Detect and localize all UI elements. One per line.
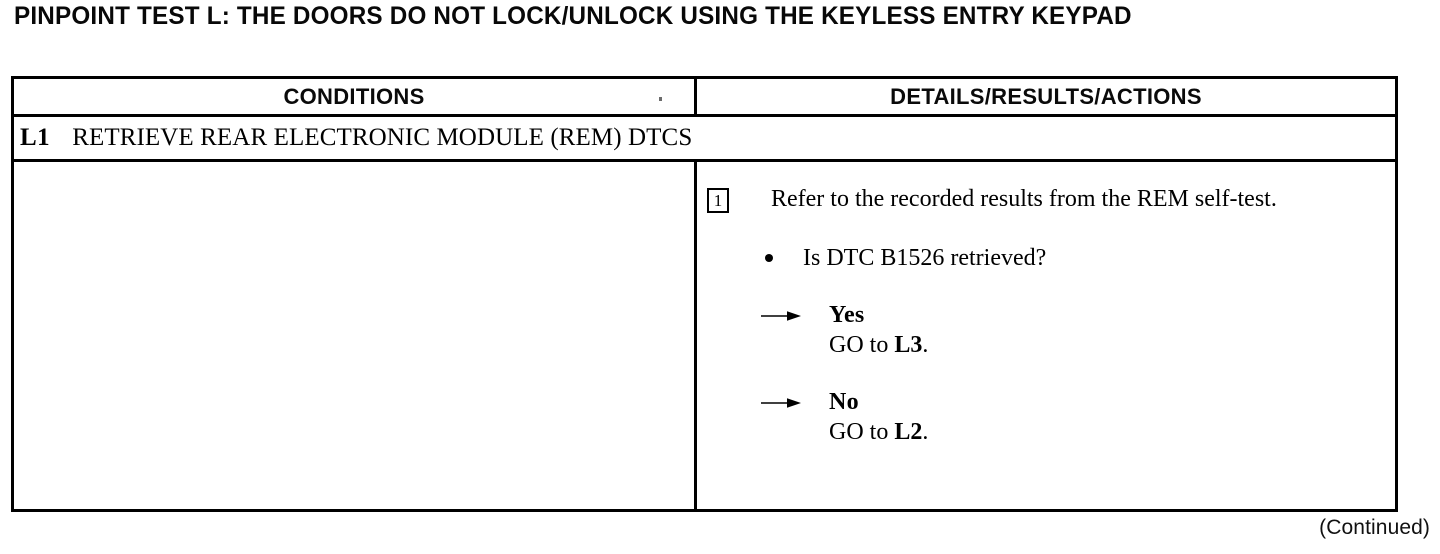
branch-yes-action-suffix: . — [922, 332, 929, 358]
pinpoint-test-table: CONDITIONS DETAILS/RESULTS/ACTIONS L1 RE… — [11, 76, 1398, 512]
page-title: PINPOINT TEST L: THE DOORS DO NOT LOCK/U… — [14, 2, 1132, 30]
instruction-text: Refer to the recorded results from the R… — [771, 186, 1277, 212]
branch-yes-answer: Yes — [829, 302, 865, 328]
branch-yes-action: GO to L3. — [829, 331, 1395, 360]
column-header-conditions: CONDITIONS — [14, 79, 697, 114]
scan-artifact-speck — [659, 97, 662, 101]
bullet-dot-icon — [765, 254, 773, 262]
continued-note: (Continued) — [1319, 516, 1430, 539]
branch-no-action-prefix: GO to — [829, 419, 895, 445]
question-text: Is DTC B1526 retrieved? — [803, 245, 1047, 271]
table-body-row: 1 Refer to the recorded results from the… — [14, 162, 1395, 509]
arrow-right-icon — [761, 396, 803, 410]
instruction-step: 1 Refer to the recorded results from the… — [705, 184, 1395, 215]
question-bullet-item: Is DTC B1526 retrieved? — [761, 243, 1395, 273]
step-title-label: RETRIEVE REAR ELECTRONIC MODULE (REM) DT… — [72, 124, 693, 151]
branch-yes: Yes GO to L3. — [761, 301, 1395, 360]
branch-yes-action-target: L3 — [894, 332, 923, 358]
step-number-box: 1 — [707, 188, 729, 213]
arrow-right-icon — [761, 309, 803, 323]
conditions-cell — [14, 162, 697, 509]
branch-yes-action-prefix: GO to — [829, 332, 895, 358]
branch-no-action-target: L2 — [894, 419, 923, 445]
branch-no: No GO to L2. — [761, 388, 1395, 447]
branch-no-action-suffix: . — [922, 419, 929, 445]
step-banner-row: L1 RETRIEVE REAR ELECTRONIC MODULE (REM)… — [14, 117, 1395, 162]
step-id-label: L1 — [20, 124, 51, 151]
details-cell: 1 Refer to the recorded results from the… — [697, 162, 1395, 509]
branch-no-answer: No — [829, 389, 859, 415]
column-header-details: DETAILS/RESULTS/ACTIONS — [890, 83, 1202, 109]
branch-no-action: GO to L2. — [829, 418, 1395, 447]
table-header-row: CONDITIONS DETAILS/RESULTS/ACTIONS — [14, 79, 1395, 117]
